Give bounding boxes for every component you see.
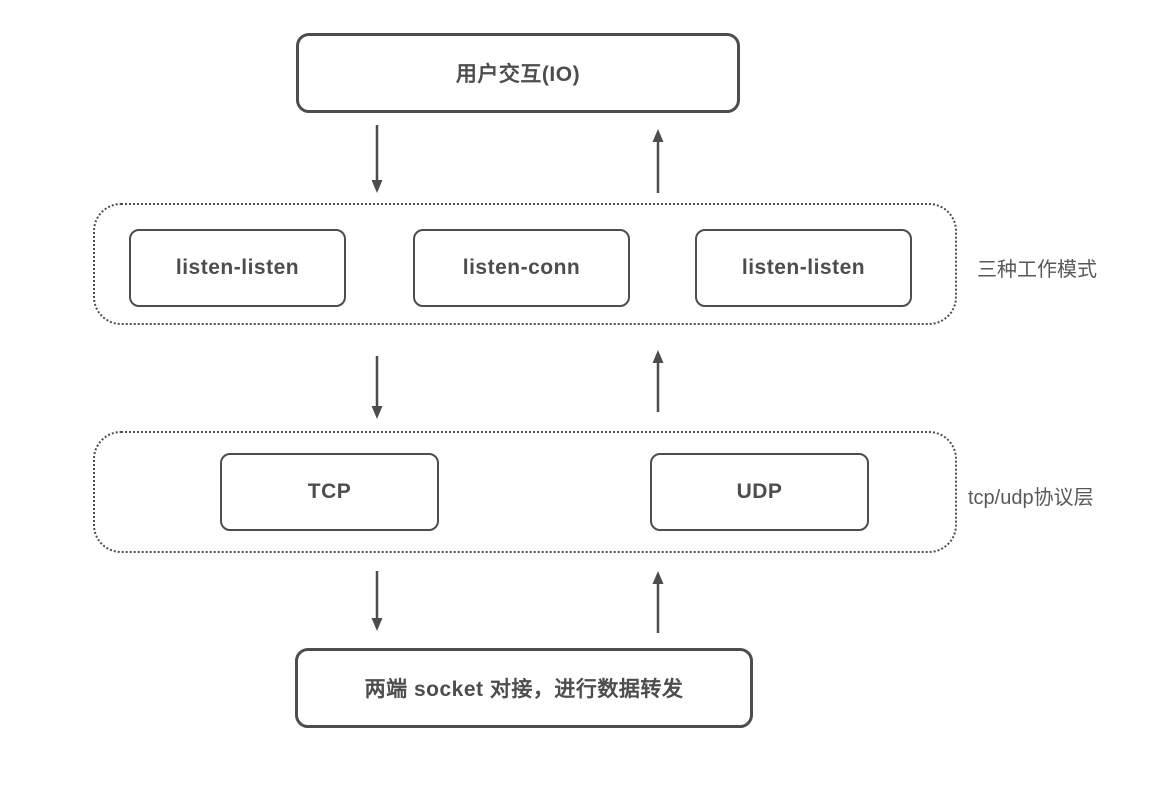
- mode-box-listen-listen-1: listen-listen: [129, 229, 346, 307]
- tcp-box: TCP: [220, 453, 439, 531]
- arrow-modes-to-io-up-icon: [652, 129, 664, 193]
- arrow-socket-to-protocol-up-icon: [652, 571, 664, 633]
- protocol-container: TCP UDP: [93, 431, 957, 553]
- arrow-modes-to-protocol-down-icon: [371, 356, 383, 419]
- socket-bridge-box: 两端 socket 对接，进行数据转发: [295, 648, 753, 728]
- user-io-box: 用户交互(IO): [296, 33, 740, 113]
- protocol-label: tcp/udp协议层: [968, 487, 1094, 509]
- modes-label: 三种工作模式: [977, 259, 1097, 281]
- mode-box-listen-conn: listen-conn: [413, 229, 630, 307]
- modes-container: listen-listen listen-conn listen-listen: [93, 203, 957, 325]
- arrow-protocol-to-socket-down-icon: [371, 571, 383, 631]
- arrow-protocol-to-modes-up-icon: [652, 350, 664, 412]
- udp-box: UDP: [650, 453, 869, 531]
- arrow-io-to-modes-down-icon: [371, 125, 383, 193]
- mode-box-listen-listen-2: listen-listen: [695, 229, 912, 307]
